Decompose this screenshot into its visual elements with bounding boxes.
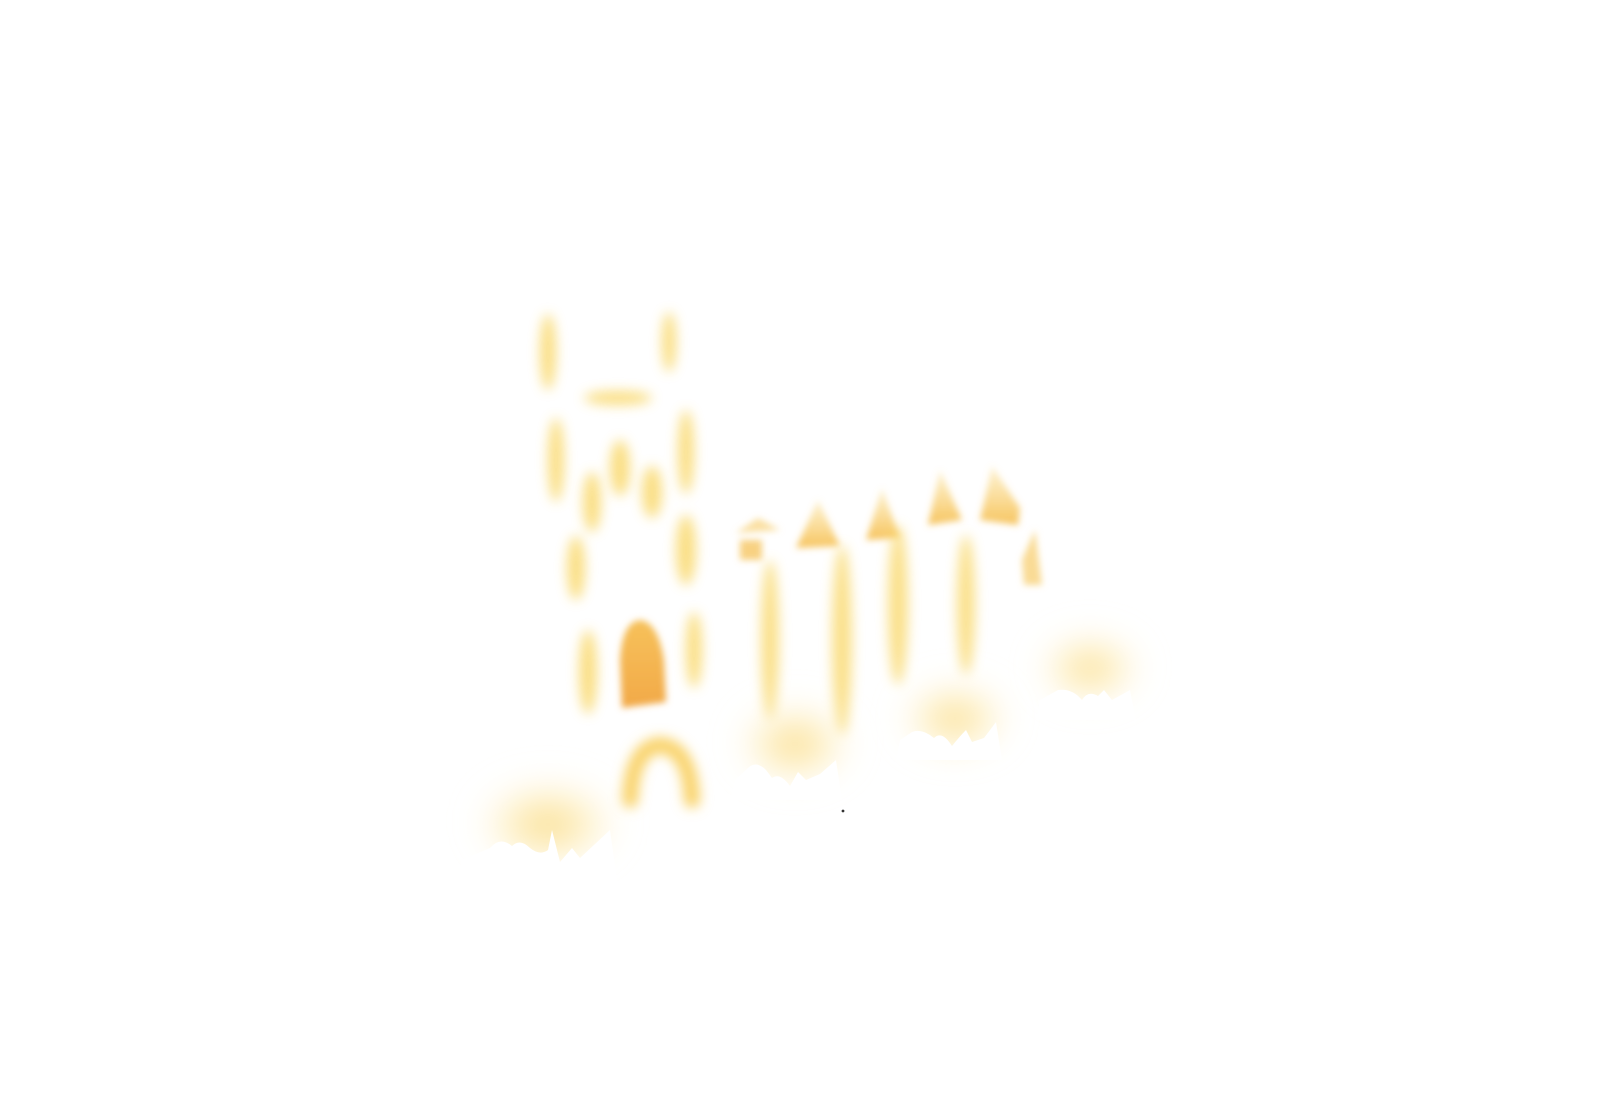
bush-silhouettes bbox=[450, 689, 1136, 900]
tower-door bbox=[620, 620, 666, 708]
stray-dot bbox=[841, 809, 845, 813]
ground-glow bbox=[476, 629, 1142, 866]
nave-gables bbox=[736, 466, 1042, 585]
lower-arch bbox=[622, 736, 700, 808]
tower-glow bbox=[540, 312, 702, 714]
nave-columns bbox=[761, 525, 975, 735]
